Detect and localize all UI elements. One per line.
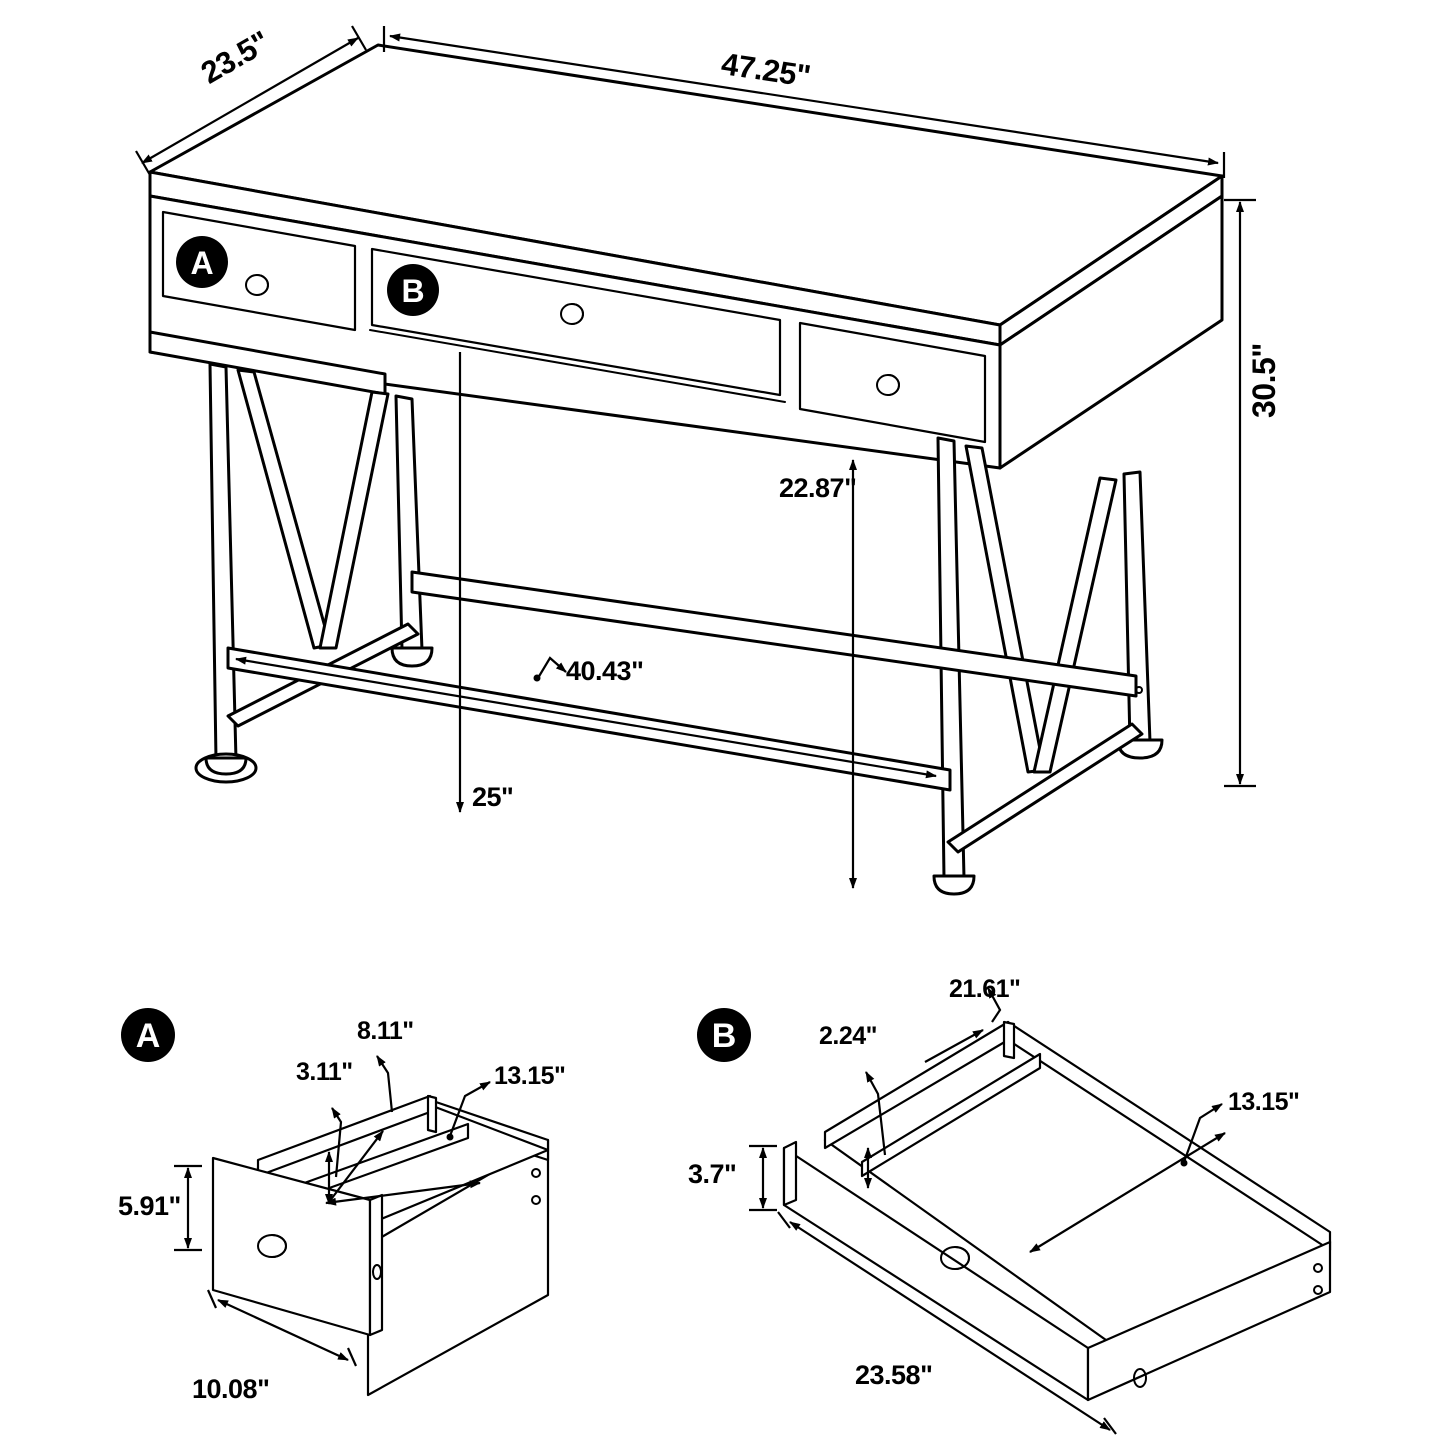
drawer-b-knob-shade: [571, 303, 584, 325]
leg-left-back-post: [208, 362, 238, 762]
dim-leader-b-depth: [987, 987, 1002, 1023]
dim-tick-a-width-start: [206, 1289, 218, 1309]
leg-right-front-foot: [932, 874, 976, 896]
dim-leader-b-inner-depth: [1182, 1103, 1223, 1163]
dim-text-a-depth-8-11: 8.11": [357, 1017, 414, 1045]
dim-line-b-inner-depth: [1029, 1132, 1226, 1253]
badge-a-detail: A: [121, 1008, 175, 1062]
dim-text-a-width-10-08: 10.08": [192, 1374, 270, 1404]
dim-leader-b-inner-dot: [1180, 1159, 1188, 1167]
drawer-b-inner-rail: [860, 1052, 1042, 1178]
case-lower-rail: [369, 329, 786, 403]
leg-right-v-brace-outer: [964, 444, 1046, 774]
desk-assembly: A B: [135, 25, 1256, 896]
badge-b-detail: B: [697, 1008, 751, 1062]
dim-text-b-inner-w-13-15: 13.15": [1228, 1088, 1300, 1116]
leg-left-back-foot-body: [204, 756, 248, 776]
dim-leader-a-inner-dot: [446, 1133, 454, 1141]
badge-a-detail-letter: A: [136, 1017, 161, 1055]
drawer-a-screw-hole-2: [531, 1195, 541, 1205]
leg-left-front-foot: [390, 646, 434, 668]
drawer-b-front-panel: [370, 247, 782, 397]
drawer-b-screw-hole-2: [1313, 1285, 1323, 1295]
drawer-a-knob-shade: [256, 274, 269, 296]
dim-line-a-width: [217, 1299, 349, 1361]
drawer-a-detail-view: A: [121, 1008, 550, 1397]
dim-text-stretcher-40-43: 40.43": [566, 656, 644, 686]
dim-leader-b-inner-height: [865, 1071, 887, 1156]
dim-text-height-30-5: 30.5": [1246, 343, 1282, 418]
leg-left-front-post: [394, 394, 424, 652]
dim-line-b-depth: [924, 1029, 984, 1063]
badge-a-main: A: [176, 236, 228, 288]
screw-hole-icon: [1135, 686, 1143, 694]
leg-right-v-brace-inner: [1032, 476, 1118, 774]
drawer-c-knob-shade: [887, 374, 900, 396]
dim-text-b-inner-h-2-24: 2.24": [819, 1022, 878, 1050]
dim-line-b-width: [789, 1221, 1111, 1431]
dim-line-width-47-25: [389, 33, 1219, 166]
dim-text-b-depth-21-61: 21.61": [949, 975, 1021, 1003]
back-long-stretcher: [410, 570, 1138, 698]
drawer-b-front-left-edge: [782, 1140, 798, 1207]
dim-text-a-height-5-91: 5.91": [118, 1191, 181, 1221]
drawer-a-detail-knob-shade: [271, 1234, 287, 1258]
dim-leader-stretcher-dot: [533, 674, 541, 682]
dim-text-clearance-22-87: 22.87": [779, 473, 857, 503]
leg-left-v-brace-inner: [318, 390, 390, 650]
drawer-b-detail-view: B: [697, 987, 1332, 1435]
dim-leader-a-inner-length: [448, 1081, 491, 1137]
dim-leader-a-depth: [376, 1055, 394, 1113]
drawer-c-front-panel: [798, 321, 987, 444]
dim-tick-b-width-end: [1103, 1417, 1117, 1435]
case-bottom-left-return: [148, 330, 387, 396]
dim-text-a-inner-w-13-15: 13.15": [494, 1062, 566, 1090]
badge-a-main-letter: A: [190, 245, 213, 281]
right-side-stretcher: [946, 722, 1144, 854]
dim-leader-stretcher: [537, 656, 567, 679]
dim-text-a-inner-h-3-11: 3.11": [296, 1058, 353, 1086]
badge-b-main: B: [387, 264, 439, 316]
dim-tick-a-width-end: [346, 1347, 358, 1367]
leg-right-back-post: [1122, 470, 1152, 746]
dim-text-b-width-23-58: 23.58": [855, 1360, 933, 1390]
dim-tick-b-width-start: [777, 1211, 791, 1229]
drawer-b-inner-stile: [1002, 1020, 1016, 1060]
drawer-b-screw-hole-1: [1313, 1263, 1323, 1273]
badge-b-detail-letter: B: [712, 1017, 737, 1055]
dim-line-a-inner-length: [325, 1180, 481, 1206]
drawer-b-front-screw-hole: [1133, 1368, 1147, 1388]
drawer-a-screw-hole-1: [531, 1168, 541, 1178]
dim-tick-depth-end: [135, 150, 151, 176]
dim-line-depth-23-5: [141, 37, 359, 164]
badge-b-main-letter: B: [401, 273, 424, 309]
dim-text-knee-25: 25": [472, 782, 514, 812]
dim-tick-depth-start: [351, 25, 367, 51]
dim-text-b-height-3-7: 3.7": [688, 1159, 737, 1189]
leg-left-v-brace-outer: [236, 368, 332, 650]
dim-line-stretcher-40-43: [235, 656, 937, 779]
drawer-a-front-screw-hole: [372, 1264, 382, 1280]
drawer-a-inner-stile: [426, 1094, 438, 1134]
dim-leader-a-inner-height: [331, 1107, 343, 1178]
drawer-case-right-side: [998, 194, 1224, 470]
